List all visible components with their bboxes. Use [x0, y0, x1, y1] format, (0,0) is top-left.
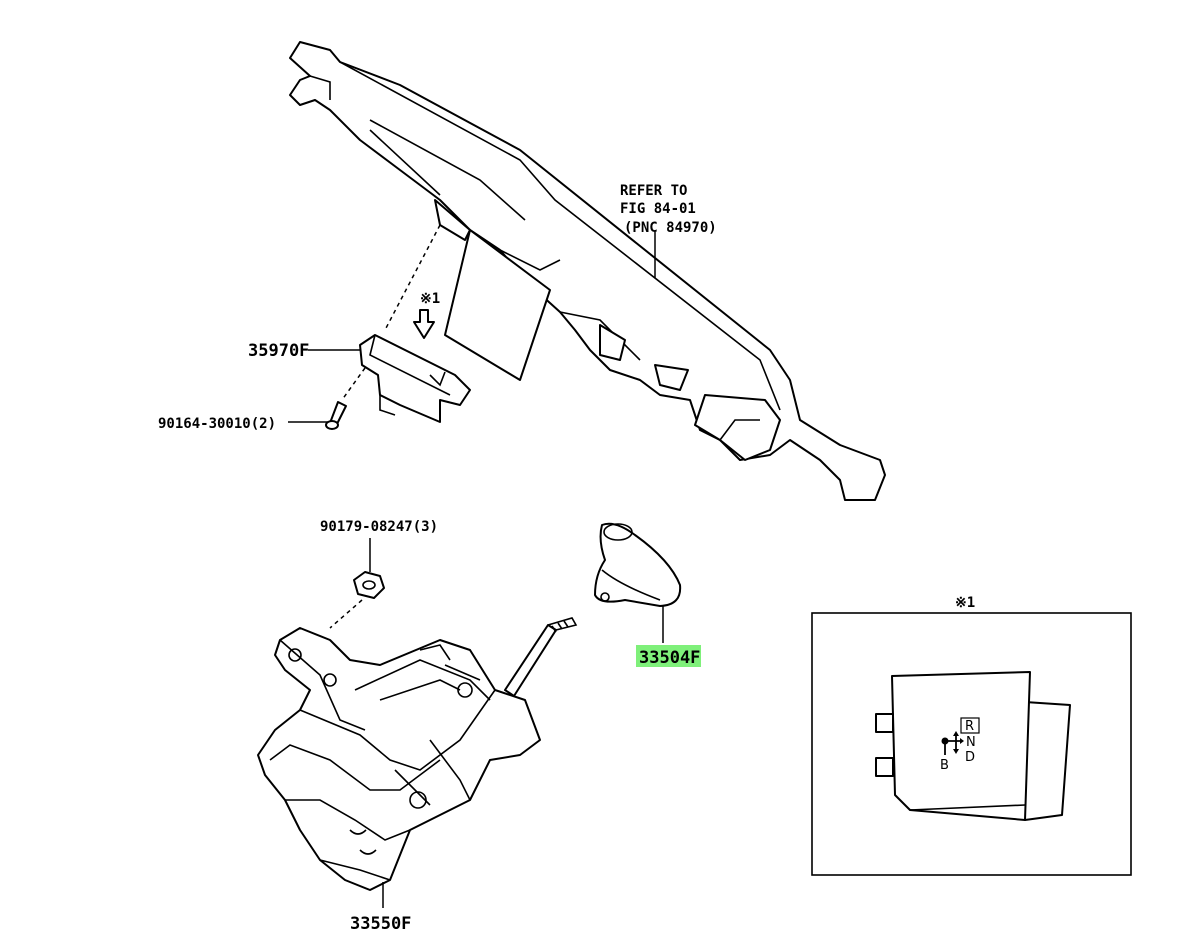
- shift-knob: [594, 522, 682, 607]
- down-arrow-icon: [413, 309, 435, 339]
- refer-label-line3: (PNC 84970): [624, 220, 717, 236]
- label-90164: 90164-30010(2): [158, 416, 276, 432]
- note-mark: ※1: [420, 291, 440, 307]
- label-90179: 90179-08247(3): [320, 519, 438, 535]
- shift-lever-assembly: [257, 617, 578, 891]
- gear-r-box: [960, 717, 980, 734]
- label-33550f: 33550F: [350, 914, 411, 934]
- label-33504f: 33504F: [639, 648, 700, 668]
- gear-n-label: N: [966, 735, 976, 750]
- screw-icon: [325, 401, 347, 430]
- refer-label-line1: REFER TO: [620, 183, 687, 199]
- part-35970f: [359, 334, 471, 423]
- highlight-box: [636, 645, 701, 667]
- gear-b-label: B: [940, 758, 949, 773]
- nut-icon: [353, 571, 385, 599]
- shift-pattern-icon: [941, 731, 964, 755]
- gear-d-label: D: [965, 750, 975, 765]
- label-35970f: 35970F: [248, 341, 309, 361]
- inset-title: ※1: [955, 595, 975, 611]
- refer-label-line2: FIG 84-01: [620, 201, 696, 217]
- console-panel: [289, 41, 886, 501]
- gear-r-label: R: [965, 719, 974, 734]
- inset-detail: ※1 R N D B: [811, 595, 1132, 876]
